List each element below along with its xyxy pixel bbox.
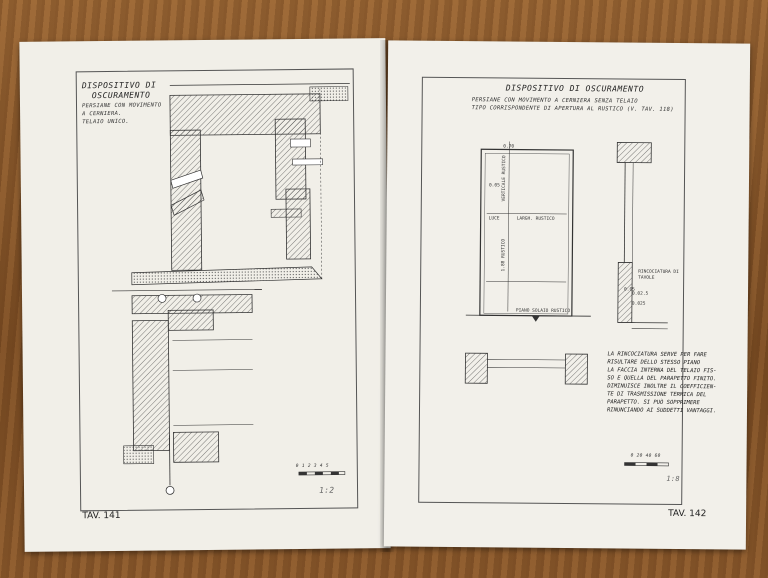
dim-luce: LUCE: [489, 215, 500, 221]
dim-side: 0.05: [489, 182, 500, 188]
left-page-number: TAV. 141: [82, 510, 121, 522]
right-elevation-drawing: 0.70 0.05 LUCE LARGH. RUSTICO PIANO SOLA…: [464, 141, 679, 467]
dim-largh: LARGH. RUSTICO: [517, 216, 555, 222]
dim-top: 0.70: [503, 143, 514, 149]
dim-piano: PIANO SOLAIO RUSTICO: [516, 308, 571, 314]
dim-d1: 0.02.5: [632, 291, 649, 297]
dim-vert: VERTICALE RUSTICO: [501, 155, 507, 201]
dim-d3: 0.05: [624, 286, 635, 292]
left-page: DISPOSITIVO DI OSCURAMENTO PERSIANE CON …: [19, 38, 391, 552]
left-section-drawing: [111, 83, 350, 495]
rincociatura-note: LA RINCOCIATURA SERVE PER FARE RISULTARE…: [606, 351, 717, 415]
left-scale-label: 0 1 2 3 4 5: [295, 463, 329, 470]
right-page-number: TAV. 142: [668, 508, 707, 520]
dim-height: 1.88 RUSTICO: [500, 239, 506, 272]
right-scale-label: 0 20 40 60: [630, 453, 661, 459]
dim-rinc: RINCOCIATURA DI: [638, 269, 679, 275]
dim-tavole: TAVOLE: [638, 275, 655, 281]
dim-d2: 0.025: [632, 301, 646, 307]
right-handwritten-scale: 1:8: [666, 474, 680, 483]
left-handwritten-scale: 1:2: [319, 485, 335, 495]
right-page: DISPOSITIVO DI OSCURAMENTO PERSIANE CON …: [383, 40, 751, 550]
